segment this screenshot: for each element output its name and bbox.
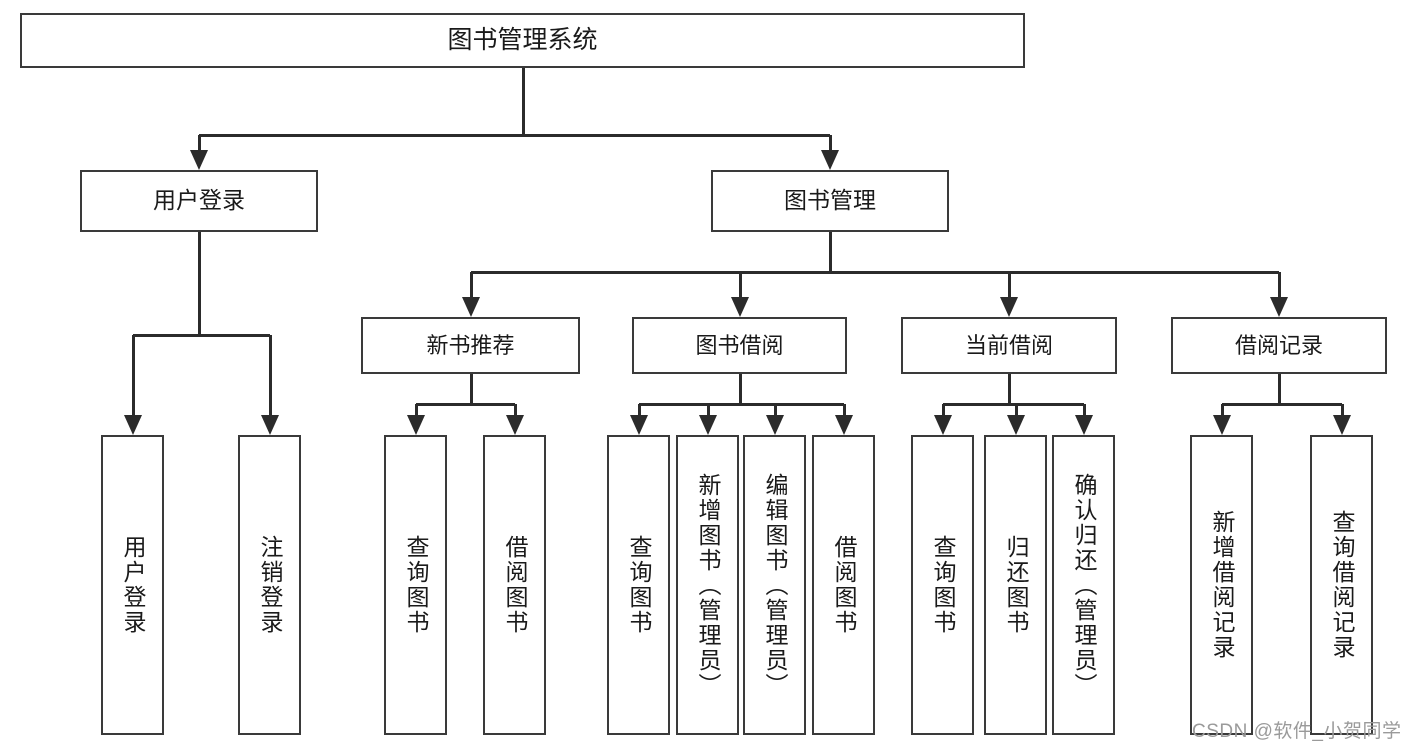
connector-用户登录-leaf-0 <box>131 335 135 415</box>
arrow-head-leaf-图书借阅-1 <box>698 415 717 435</box>
connector-当前借阅-leaf-0 <box>941 404 945 415</box>
node-leaf-4[interactable]: 查询图书 <box>607 435 670 735</box>
connector-借阅记录-bus <box>1221 403 1342 406</box>
arrow-head-level1-1 <box>821 150 839 170</box>
node-root[interactable]: 图书管理系统 <box>20 13 1025 68</box>
node-leaf-7[interactable]: 借阅图书 <box>812 435 875 735</box>
connector-mgmt-to-1 <box>738 272 742 297</box>
node-leaf-9-label: 归还图书 <box>1003 535 1029 635</box>
node-leaf-10[interactable]: 确认归还（管理员） <box>1052 435 1115 735</box>
node-leaf-6-label: 编辑图书（管理员） <box>762 472 788 698</box>
node-leaf-11[interactable]: 新增借阅记录 <box>1190 435 1253 735</box>
node-level2-1-label: 图书借阅 <box>695 332 784 358</box>
arrow-head-level2-0 <box>461 297 480 317</box>
node-root-label: 图书管理系统 <box>447 25 598 54</box>
node-level2-0[interactable]: 新书推荐 <box>361 317 580 374</box>
connector-图书借阅-leaf-2 <box>773 404 777 415</box>
node-level2-2-label: 当前借阅 <box>964 332 1053 358</box>
connector-新书推荐-leaf-1 <box>513 404 517 415</box>
node-leaf-0[interactable]: 用户登录 <box>101 435 164 735</box>
arrow-head-leaf-图书借阅-0 <box>629 415 648 435</box>
connector-图书借阅-leaf-1 <box>706 404 710 415</box>
node-leaf-5-label: 新增图书（管理员） <box>695 472 721 698</box>
node-level1-1[interactable]: 图书管理 <box>711 170 949 232</box>
arrow-head-leaf-用户登录-1 <box>260 415 279 435</box>
arrow-head-leaf-当前借阅-1 <box>1006 415 1025 435</box>
connector-图书借阅-leaf-3 <box>842 404 846 415</box>
arrow-head-leaf-当前借阅-0 <box>933 415 952 435</box>
csdn-watermark: CSDN @软件_小贺同学 <box>1192 721 1402 742</box>
connector-借阅记录-leaf-0 <box>1220 404 1224 415</box>
node-leaf-12-label: 查询借阅记录 <box>1329 510 1355 660</box>
arrow-head-leaf-借阅记录-1 <box>1332 415 1351 435</box>
node-leaf-7-label: 借阅图书 <box>831 535 857 635</box>
connector-用户登录-stem <box>198 232 201 335</box>
node-leaf-9[interactable]: 归还图书 <box>984 435 1047 735</box>
connector-新书推荐-leaf-0 <box>414 404 418 415</box>
node-leaf-1[interactable]: 注销登录 <box>238 435 301 735</box>
node-leaf-2-label: 查询图书 <box>403 535 429 635</box>
node-leaf-4-label: 查询图书 <box>626 535 652 635</box>
connector-mgmt-to-3 <box>1278 272 1281 297</box>
arrow-head-level2-2 <box>1000 297 1018 317</box>
node-leaf-3-label: 借阅图书 <box>502 535 528 635</box>
arrow-head-leaf-图书借阅-3 <box>834 415 853 435</box>
node-level1-0-label: 用户登录 <box>153 187 245 214</box>
connector-to-1 <box>829 135 832 150</box>
connector-新书推荐-stem <box>469 374 473 404</box>
connector-root-stem <box>521 68 525 135</box>
node-level2-3-label: 借阅记录 <box>1234 332 1323 358</box>
arrow-head-leaf-新书推荐-0 <box>406 415 425 435</box>
connector-借阅记录-stem <box>1278 374 1281 404</box>
node-leaf-11-label: 新增借阅记录 <box>1209 510 1235 660</box>
node-level1-1-label: 图书管理 <box>784 187 876 214</box>
connector-mgmt-stem <box>829 232 832 272</box>
connector-借阅记录-leaf-1 <box>1340 404 1344 415</box>
arrow-head-leaf-用户登录-0 <box>123 415 142 435</box>
connector-新书推荐-bus <box>415 403 515 406</box>
node-leaf-3[interactable]: 借阅图书 <box>483 435 546 735</box>
arrow-head-level2-1 <box>730 297 749 317</box>
node-level2-0-label: 新书推荐 <box>426 332 515 358</box>
node-leaf-8[interactable]: 查询图书 <box>911 435 974 735</box>
connector-图书借阅-stem <box>738 374 742 404</box>
connector-当前借阅-bus <box>942 403 1084 406</box>
arrow-head-leaf-新书推荐-1 <box>505 415 524 435</box>
arrow-head-level2-3 <box>1270 297 1288 317</box>
connector-当前借阅-stem <box>1008 374 1011 404</box>
arrow-head-level1-0 <box>190 150 208 170</box>
node-leaf-1-label: 注销登录 <box>257 535 283 635</box>
connector-图书借阅-bus <box>638 403 844 406</box>
arrow-head-leaf-图书借阅-2 <box>765 415 784 435</box>
connector-mgmt-to-0 <box>469 272 473 297</box>
node-level2-3[interactable]: 借阅记录 <box>1171 317 1387 374</box>
arrow-head-leaf-借阅记录-0 <box>1212 415 1231 435</box>
node-level2-2[interactable]: 当前借阅 <box>901 317 1117 374</box>
connector-当前借阅-leaf-2 <box>1082 404 1086 415</box>
node-leaf-6[interactable]: 编辑图书（管理员） <box>743 435 806 735</box>
connector-用户登录-leaf-1 <box>268 335 272 415</box>
node-leaf-2[interactable]: 查询图书 <box>384 435 447 735</box>
node-leaf-8-label: 查询图书 <box>930 535 956 635</box>
node-leaf-5[interactable]: 新增图书（管理员） <box>676 435 739 735</box>
connector-图书借阅-leaf-0 <box>637 404 641 415</box>
connector-当前借阅-leaf-1 <box>1014 404 1018 415</box>
arrow-head-leaf-当前借阅-2 <box>1074 415 1093 435</box>
node-leaf-12[interactable]: 查询借阅记录 <box>1310 435 1373 735</box>
connector-mgmt-bus <box>470 271 1279 274</box>
node-level2-1[interactable]: 图书借阅 <box>632 317 847 374</box>
node-level1-0[interactable]: 用户登录 <box>80 170 318 232</box>
connector-用户登录-bus <box>132 334 270 337</box>
node-leaf-10-label: 确认归还（管理员） <box>1071 472 1097 698</box>
connector-mgmt-to-2 <box>1008 272 1011 297</box>
node-leaf-0-label: 用户登录 <box>120 535 146 635</box>
connector-to-0 <box>198 135 201 150</box>
connector-root-bus <box>199 134 830 137</box>
